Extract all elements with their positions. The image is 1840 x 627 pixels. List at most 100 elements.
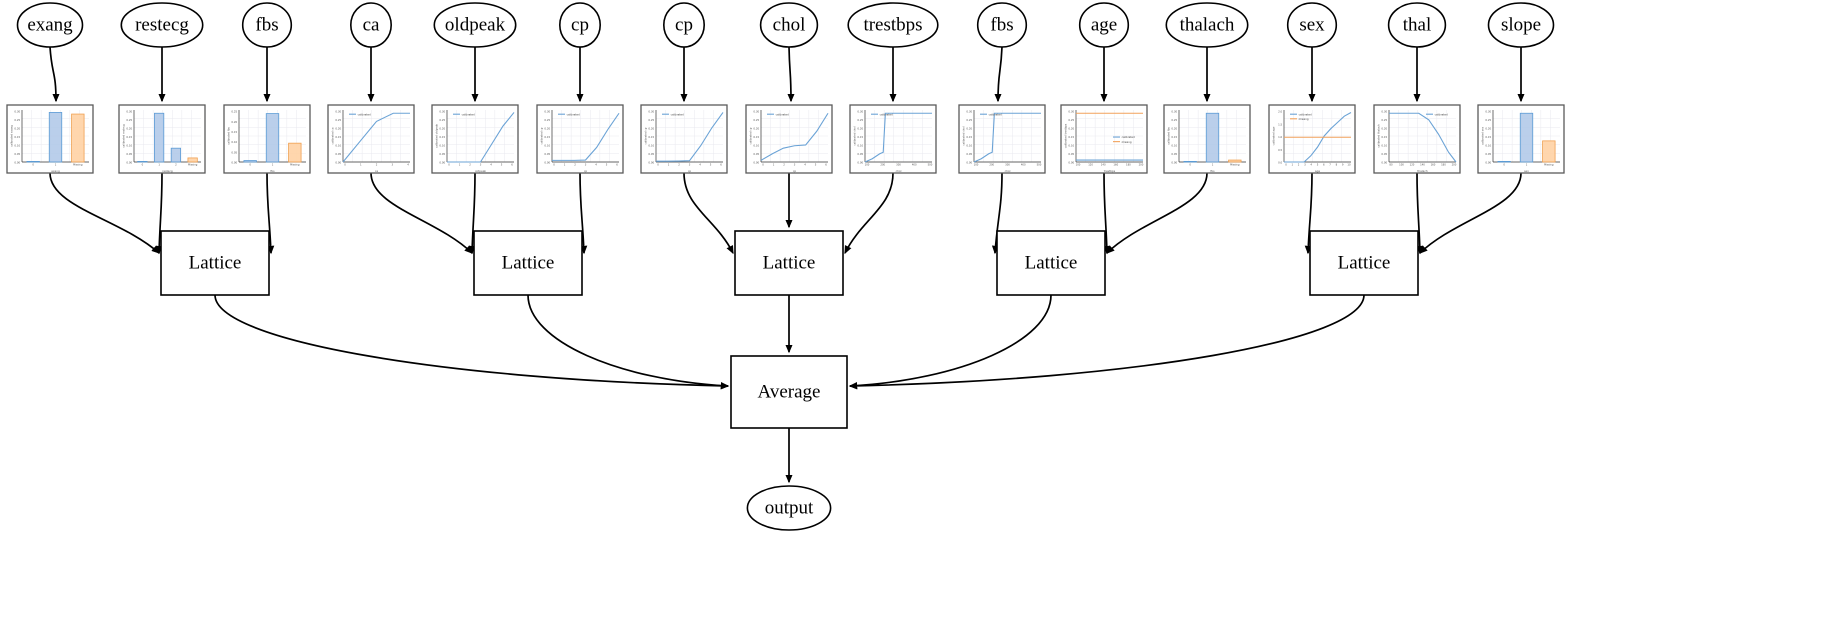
- svg-text:160: 160: [1113, 162, 1118, 166]
- svg-text:0.20: 0.20: [439, 127, 445, 131]
- input-node-label: restecg: [135, 14, 189, 35]
- svg-text:calibrated sex: calibrated sex: [1481, 126, 1485, 145]
- lattice-node-box: [996, 230, 1106, 296]
- svg-text:4: 4: [804, 162, 806, 166]
- svg-text:0.05: 0.05: [966, 152, 972, 156]
- input-node-ellipse: [433, 2, 517, 48]
- edge-lattice-to-average: [848, 294, 1052, 390]
- lattice-node-3[interactable]: Lattice: [996, 230, 1106, 296]
- svg-text:0.20: 0.20: [1171, 127, 1177, 131]
- svg-text:8: 8: [1336, 162, 1338, 166]
- edges-layer: [49, 46, 1525, 484]
- input-node-fbs[interactable]: fbs: [976, 2, 1028, 48]
- svg-text:140: 140: [1420, 162, 1425, 166]
- input-node-age[interactable]: age: [1078, 2, 1130, 48]
- svg-text:2: 2: [574, 162, 576, 166]
- svg-text:0.15: 0.15: [335, 135, 341, 139]
- edge-calibrator-exang-to-lattice: [49, 172, 160, 254]
- svg-text:1: 1: [668, 162, 670, 166]
- svg-text:400: 400: [912, 162, 917, 166]
- lattice-node-2[interactable]: Lattice: [734, 230, 844, 296]
- svg-text:4: 4: [407, 162, 409, 166]
- svg-text:6: 6: [511, 162, 513, 166]
- svg-text:1: 1: [55, 162, 57, 166]
- svg-text:0.25: 0.25: [1485, 118, 1491, 122]
- svg-text:0.10: 0.10: [1485, 144, 1491, 148]
- svg-text:0.15: 0.15: [439, 135, 445, 139]
- svg-text:0: 0: [657, 162, 659, 166]
- svg-text:0.10: 0.10: [1381, 144, 1387, 148]
- input-node-trestbps[interactable]: trestbps: [847, 2, 939, 48]
- svg-text:0: 0: [553, 162, 555, 166]
- svg-text:0.05: 0.05: [857, 152, 863, 156]
- svg-text:0.00: 0.00: [857, 161, 863, 165]
- edge-calibrator-thal-to-lattice: [1416, 172, 1424, 255]
- average-node[interactable]: Average: [730, 355, 848, 429]
- svg-text:missing: missing: [1122, 140, 1132, 144]
- input-node-label: thal: [1403, 14, 1432, 35]
- svg-text:calibrated ca: calibrated ca: [331, 127, 335, 144]
- svg-text:160: 160: [1431, 162, 1436, 166]
- svg-text:6: 6: [616, 162, 618, 166]
- svg-text:0.10: 0.10: [544, 144, 550, 148]
- svg-text:0.25: 0.25: [857, 118, 863, 122]
- svg-text:180: 180: [1441, 162, 1446, 166]
- edge-calibrator-cp-to-lattice: [683, 172, 734, 255]
- lattice-node-0[interactable]: Lattice: [160, 230, 270, 296]
- input-node-cp[interactable]: cp: [662, 2, 705, 48]
- svg-text:Missing: Missing: [73, 162, 83, 166]
- lattice-node-4[interactable]: Lattice: [1309, 230, 1419, 296]
- input-node-thal[interactable]: thal: [1387, 2, 1447, 48]
- edge-calibrator-cp-to-lattice: [579, 172, 588, 255]
- svg-text:0.10: 0.10: [1068, 144, 1074, 148]
- input-node-cp[interactable]: cp: [558, 2, 601, 48]
- svg-text:calibrated: calibrated: [358, 112, 371, 116]
- output-node[interactable]: output: [746, 485, 832, 531]
- svg-text:5: 5: [815, 162, 817, 166]
- input-node-ellipse: [1286, 2, 1338, 48]
- svg-text:restecg: restecg: [162, 169, 173, 173]
- input-node-exang[interactable]: exang: [16, 2, 84, 48]
- svg-text:100: 100: [865, 162, 870, 166]
- input-node-chol[interactable]: chol: [759, 2, 819, 48]
- svg-text:fbs: fbs: [1210, 169, 1215, 173]
- input-node-restecg[interactable]: restecg: [120, 2, 204, 48]
- svg-text:0.10: 0.10: [439, 144, 445, 148]
- input-node-ca[interactable]: ca: [349, 2, 392, 48]
- svg-text:0.5: 0.5: [1278, 148, 1282, 152]
- input-node-label: thalach: [1180, 14, 1235, 35]
- input-node-slope[interactable]: slope: [1487, 2, 1555, 48]
- svg-text:0.00: 0.00: [335, 161, 341, 165]
- svg-text:200: 200: [880, 162, 885, 166]
- svg-text:0.25: 0.25: [14, 118, 20, 122]
- lattice-node-1[interactable]: Lattice: [473, 230, 583, 296]
- svg-text:4: 4: [595, 162, 597, 166]
- svg-text:0.10: 0.10: [231, 140, 237, 144]
- svg-text:0.05: 0.05: [335, 152, 341, 156]
- input-node-fbs[interactable]: fbs: [241, 2, 293, 48]
- svg-text:0.15: 0.15: [544, 135, 550, 139]
- svg-text:0.25: 0.25: [231, 110, 237, 114]
- svg-text:4: 4: [490, 162, 492, 166]
- input-node-sex[interactable]: sex: [1286, 2, 1338, 48]
- svg-text:chol: chol: [1005, 169, 1011, 173]
- svg-text:0.15: 0.15: [126, 135, 132, 139]
- lattice-node-box: [473, 230, 583, 296]
- input-node-thalach[interactable]: thalach: [1165, 2, 1249, 48]
- input-node-oldpeak[interactable]: oldpeak: [433, 2, 517, 48]
